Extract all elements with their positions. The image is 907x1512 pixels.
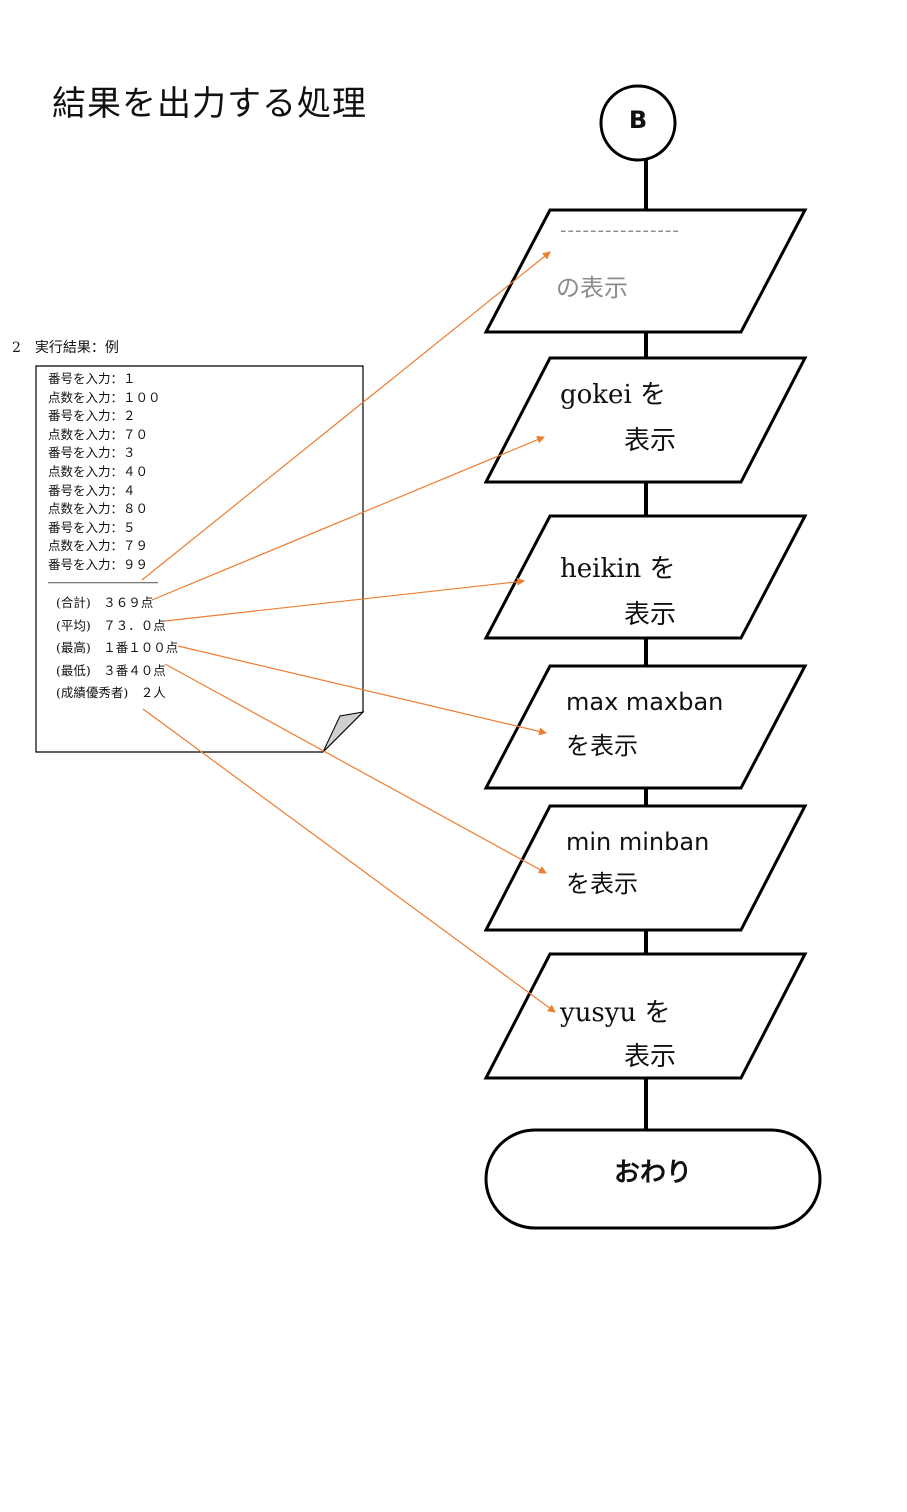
result-total: (合計) ３６９点 [56,595,154,610]
result-max: (最高) １番１００点 [56,640,179,655]
arrow-min [164,663,547,874]
io-node-4-line1: max maxban [566,688,724,716]
log-line: 点数を入力：７０ [48,426,149,442]
io-node-1 [483,208,808,334]
section-label: 2 実行結果：例 [12,340,119,356]
execution-log: 番号を入力：１ 点数を入力：１００ 番号を入力：２ 点数を入力：７０ 番号を入力… [48,370,161,591]
log-line: 番号を入力：４ [48,482,136,498]
io-node-6-line1: yusyu を [560,998,671,1028]
start-connector-label: B [628,106,648,134]
io-node-2-line2: 表示 [624,426,677,456]
end-terminator-label: おわり [613,1158,692,1188]
log-line: 点数を入力：８０ [48,501,149,517]
io-node-1-line1: ---------------- [560,220,680,241]
end-terminator [484,1128,822,1230]
io-node-5-line1: min minban [566,828,710,856]
io-node-2-line1: gokei を [560,380,667,410]
arrow-excellent [142,708,556,1013]
io-node-6 [483,952,808,1080]
result-lines: (合計) ３６９点 (平均) ７３．０点 (最高) １番１００点 (最低) ３番… [56,592,178,705]
io-node-2 [483,356,808,484]
result-average: (平均) ７３．０点 [56,617,166,633]
io-node-6-line2: 表示 [624,1042,677,1072]
result-excellent-count: (成績優秀者) ２人 [56,685,166,700]
io-node-4 [483,664,808,790]
log-line: 点数を入力：１００ [48,389,161,405]
io-node-3-line1: heikin を [560,554,676,584]
io-node-5-line2: を表示 [566,870,638,898]
start-connector [599,84,677,162]
log-line: 番号を入力：２ [48,408,136,424]
log-line: 番号を入力：１ [48,371,136,386]
log-separator: ―――――――――― [48,575,158,589]
io-node-1-line2: の表示 [556,274,628,302]
output-sheet [35,365,365,753]
log-line: 点数を入力：７９ [48,538,149,554]
io-node-3-line2: 表示 [624,600,677,630]
result-min: (最低) ３番４０点 [56,662,166,678]
log-line: 番号を入力：５ [48,519,136,535]
io-node-3 [483,514,808,640]
log-line: 番号を入力：９９ [48,556,149,572]
arrow-average [164,577,525,622]
log-line: 番号を入力：３ [48,445,136,461]
arrow-max [177,645,547,736]
arrow-total [151,435,545,601]
mapping-arrows [141,251,556,1013]
log-line: 点数を入力：４０ [48,463,149,479]
page-title: 結果を出力する処理 [52,84,367,124]
io-node-4-line2: を表示 [566,732,638,760]
arrow-separator [141,251,551,581]
io-node-5 [483,804,808,932]
